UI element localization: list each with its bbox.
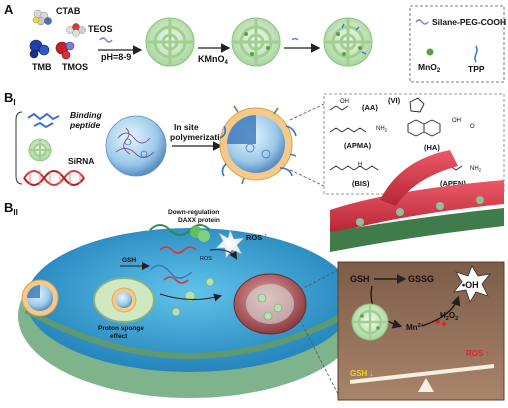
- panel-b1-label: BI: [4, 90, 16, 107]
- inset-gssg: GSSG: [408, 274, 434, 284]
- nanoparticle-1: [145, 17, 195, 67]
- arrow-to-mito: [159, 293, 222, 302]
- inset-mn: Mn2+: [406, 323, 424, 332]
- inset-oh: •OH: [462, 280, 479, 290]
- legend-box: Silane-PEG-COOH MnO2 TPP: [409, 5, 506, 83]
- sirna-icon: [23, 170, 85, 186]
- connector-bottom: [289, 169, 325, 187]
- inset-connector-top: [299, 269, 339, 291]
- inset-ros-up: ROS ↑: [466, 349, 490, 358]
- tmb-label: TMB: [32, 62, 52, 72]
- oh-radical-cloud: [453, 265, 491, 303]
- aa-oh: OH: [340, 99, 349, 105]
- tpp-squiggle-icon: [291, 37, 299, 41]
- panel-a-label: A: [4, 2, 14, 17]
- silane-squiggle-icon: [99, 37, 113, 43]
- ctab-label: CTAB: [56, 6, 81, 16]
- legend-mno2: MnO2: [418, 62, 441, 74]
- arrow-to-ros: [209, 249, 238, 260]
- coated-nanocapsule: [219, 105, 297, 185]
- ros-up-arrow: ↑: [264, 231, 268, 240]
- connector-top: [289, 103, 325, 121]
- silane-legend-icon: [415, 19, 429, 25]
- nanocapsule-sphere: [105, 115, 167, 177]
- cell: [18, 228, 362, 398]
- ros-label: ROS: [246, 233, 262, 242]
- apma-nh2: NH2: [376, 126, 388, 133]
- tmos-label: TMOS: [62, 62, 88, 72]
- ros-small-label: ROS: [200, 256, 212, 262]
- panel-b1: BI Binding peptide SiRNA In site: [4, 90, 505, 195]
- apen-nh2: NH2: [470, 166, 482, 173]
- inset-gsh: GSH: [350, 274, 370, 284]
- vi-label: (VI): [388, 96, 401, 105]
- floating-nps: [171, 277, 215, 317]
- tpp-legend-icon: [474, 45, 478, 63]
- blood-vessel: [330, 150, 504, 252]
- bis-h: H: [358, 162, 362, 168]
- ph-label: pH=8-9: [101, 52, 131, 62]
- nanoparticle-2: [231, 17, 281, 67]
- insitu-label-2: polymerization: [170, 132, 230, 142]
- panel-a: A CTAB TEOS TMB TMOS: [4, 2, 506, 83]
- reagent-bracket: [15, 111, 23, 185]
- inset-connector-bottom: [299, 319, 339, 395]
- daxx-label: DAXX protein: [178, 217, 220, 224]
- teos-label: TEOS: [88, 24, 113, 34]
- binding-label-2: peptide: [69, 120, 100, 130]
- apen-label: (APEN): [440, 179, 466, 188]
- binding-label-1: Binding: [70, 110, 102, 120]
- binding-peptide-icon: [27, 112, 60, 129]
- ctab-molecule: [32, 9, 52, 26]
- ha-o: O: [470, 124, 475, 130]
- legend-silane: Silane-PEG-COOH: [432, 17, 506, 27]
- seesaw: [349, 364, 495, 392]
- bis-label: (BIS): [352, 179, 370, 188]
- entering-nanocapsule: [21, 279, 59, 317]
- downreg-label: Down-regulation: [168, 209, 219, 216]
- gsh-arrow-label: GSH: [122, 257, 136, 264]
- panel-b2-label: BII: [4, 200, 18, 217]
- legend-tpp: TPP: [468, 64, 485, 74]
- ha-oh: OH: [452, 118, 461, 124]
- inset-nanoparticle: [351, 303, 389, 341]
- proton-label-2: effect: [110, 333, 128, 340]
- risc-complex: [149, 224, 211, 242]
- insitu-label-1: In site: [174, 122, 199, 132]
- kmno4-label: KMnO4: [198, 54, 229, 66]
- inset-gsh-down: GSH ↓: [350, 369, 374, 378]
- tmb-molecule: [29, 39, 50, 59]
- teos-molecule: [66, 23, 86, 37]
- aa-label: (AA): [362, 103, 378, 112]
- mno2-legend-icon: [426, 48, 434, 56]
- nanoparticle-3: [323, 17, 373, 67]
- released-sirna: [149, 246, 197, 284]
- inset-arrow-mn-oh: [421, 295, 461, 327]
- panel-b2: BII Proton sponge: [4, 150, 505, 401]
- tmos-molecule: [55, 41, 75, 60]
- apma-label: (APMA): [344, 141, 372, 150]
- proton-label-1: Proton sponge: [98, 325, 144, 332]
- mitochondrion: [233, 273, 307, 335]
- small-nanoparticle: [28, 138, 52, 162]
- sirna-label: SiRNA: [68, 156, 94, 166]
- endosome: [93, 277, 155, 323]
- inset-redox-box: GSH GSSG •OH H2O2 Mn2+: [337, 261, 505, 401]
- ha-label: (HA): [424, 143, 440, 152]
